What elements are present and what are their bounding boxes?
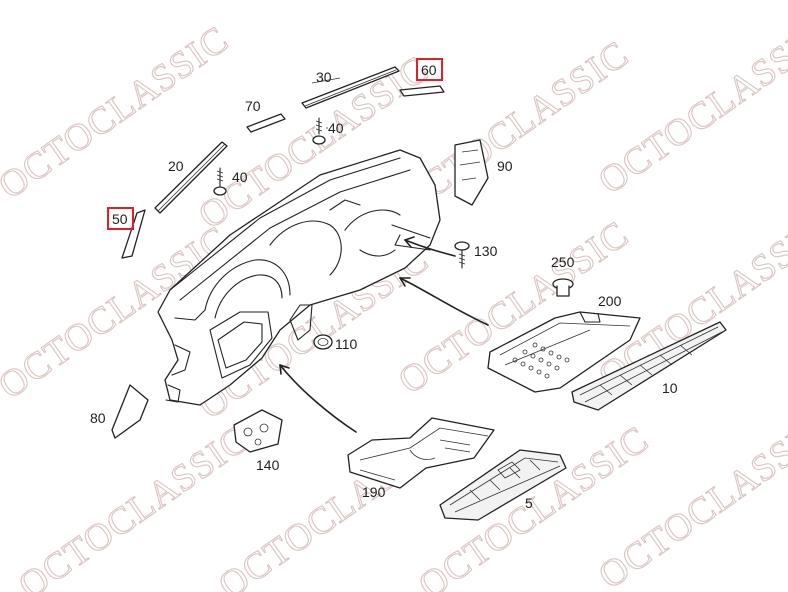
side-cover-80[interactable] xyxy=(111,384,149,439)
screw-130[interactable] xyxy=(454,241,470,269)
watermark-text: OCTOCLASSIC xyxy=(191,238,437,428)
trim-bar-10[interactable] xyxy=(571,321,727,411)
svg-text:OCTOCLASSIC: OCTOCLASSIC xyxy=(591,208,788,397)
svg-text:OCTOCLASSIC: OCTOCLASSIC xyxy=(591,408,788,592)
screw-40-upper[interactable] xyxy=(312,117,326,145)
label-70: 70 xyxy=(245,98,261,114)
highlight-box-60[interactable]: 60 xyxy=(416,58,443,81)
arrow-130-head xyxy=(404,236,415,248)
watermark-text: OCTOCLASSIC xyxy=(391,213,637,403)
watermark-text: OCTOCLASSIC xyxy=(211,418,457,592)
highlight-box-50[interactable]: 50 xyxy=(107,207,134,230)
lower-tray-5[interactable] xyxy=(439,449,567,521)
label-130: 130 xyxy=(474,243,498,259)
tray-perforation xyxy=(512,342,570,379)
end-cap-50[interactable] xyxy=(121,209,146,259)
svg-text:OCTOCLASSIC: OCTOCLASSIC xyxy=(0,18,236,207)
arrow-200 xyxy=(399,277,489,326)
screw-40-lower[interactable] xyxy=(213,167,227,196)
svg-text:OCTOCLASSIC: OCTOCLASSIC xyxy=(411,418,656,592)
label-90: 90 xyxy=(497,158,513,174)
label-250: 250 xyxy=(551,254,575,270)
grommet-110[interactable] xyxy=(313,334,333,350)
svg-text:OCTOCLASSIC: OCTOCLASSIC xyxy=(11,418,256,592)
label-40-upper: 40 xyxy=(328,120,344,136)
label-200: 200 xyxy=(598,293,622,309)
label-10: 10 xyxy=(662,380,678,396)
watermark-text: OCTOCLASSIC xyxy=(11,418,257,592)
arrow-130 xyxy=(404,239,456,257)
label-60: 60 xyxy=(421,62,437,78)
svg-text:OCTOCLASSIC: OCTOCLASSIC xyxy=(391,213,636,402)
watermark-text: OCTOCLASSIC xyxy=(0,218,237,408)
switch-unit-140[interactable] xyxy=(233,409,283,453)
clip-250[interactable] xyxy=(552,278,574,297)
tray-200[interactable] xyxy=(487,311,641,393)
arrow-190 xyxy=(279,364,357,433)
label-40-lower: 40 xyxy=(232,169,248,185)
watermark-text: OCTOCLASSIC xyxy=(591,13,788,203)
label-80: 80 xyxy=(90,410,106,426)
label-50: 50 xyxy=(112,211,128,227)
label-30: 30 xyxy=(316,69,332,85)
svg-text:OCTOCLASSIC: OCTOCLASSIC xyxy=(191,238,436,427)
lower-panel-190[interactable] xyxy=(347,417,495,489)
label-140: 140 xyxy=(256,457,280,473)
watermark-text: OCTOCLASSIC xyxy=(591,208,788,398)
watermark-text: OCTOCLASSIC xyxy=(591,408,788,592)
trim-cover-60[interactable] xyxy=(399,85,445,97)
dashboard-carrier[interactable] xyxy=(157,149,441,406)
bracket-90[interactable] xyxy=(454,139,489,206)
label-20: 20 xyxy=(168,158,184,174)
watermark-text: OCTOCLASSIC xyxy=(0,18,237,208)
svg-text:OCTOCLASSIC: OCTOCLASSIC xyxy=(391,33,636,222)
trim-strip-30[interactable] xyxy=(301,66,400,109)
label-190: 190 xyxy=(362,484,386,500)
label-5: 5 xyxy=(525,495,533,511)
watermark-text: OCTOCLASSIC xyxy=(391,33,637,223)
leader-lines xyxy=(311,77,341,129)
assembly-arrows xyxy=(279,236,489,433)
trim-piece-70[interactable] xyxy=(246,113,286,133)
svg-text:OCTOCLASSIC: OCTOCLASSIC xyxy=(591,13,788,202)
arrow-200-head xyxy=(399,277,411,287)
trim-strip-20[interactable] xyxy=(154,141,228,214)
watermark-text: OCTOCLASSIC xyxy=(411,418,657,592)
svg-text:OCTOCLASSIC: OCTOCLASSIC xyxy=(0,218,236,407)
arrow-190-head xyxy=(279,364,290,375)
watermark-text: OCTOCLASSIC xyxy=(191,48,437,238)
label-110: 110 xyxy=(335,336,358,352)
svg-text:OCTOCLASSIC: OCTOCLASSIC xyxy=(191,48,436,237)
svg-text:OCTOCLASSIC: OCTOCLASSIC xyxy=(211,418,456,592)
part-labels: 30 70 40 20 40 90 130 250 200 110 10 80 … xyxy=(90,69,678,511)
